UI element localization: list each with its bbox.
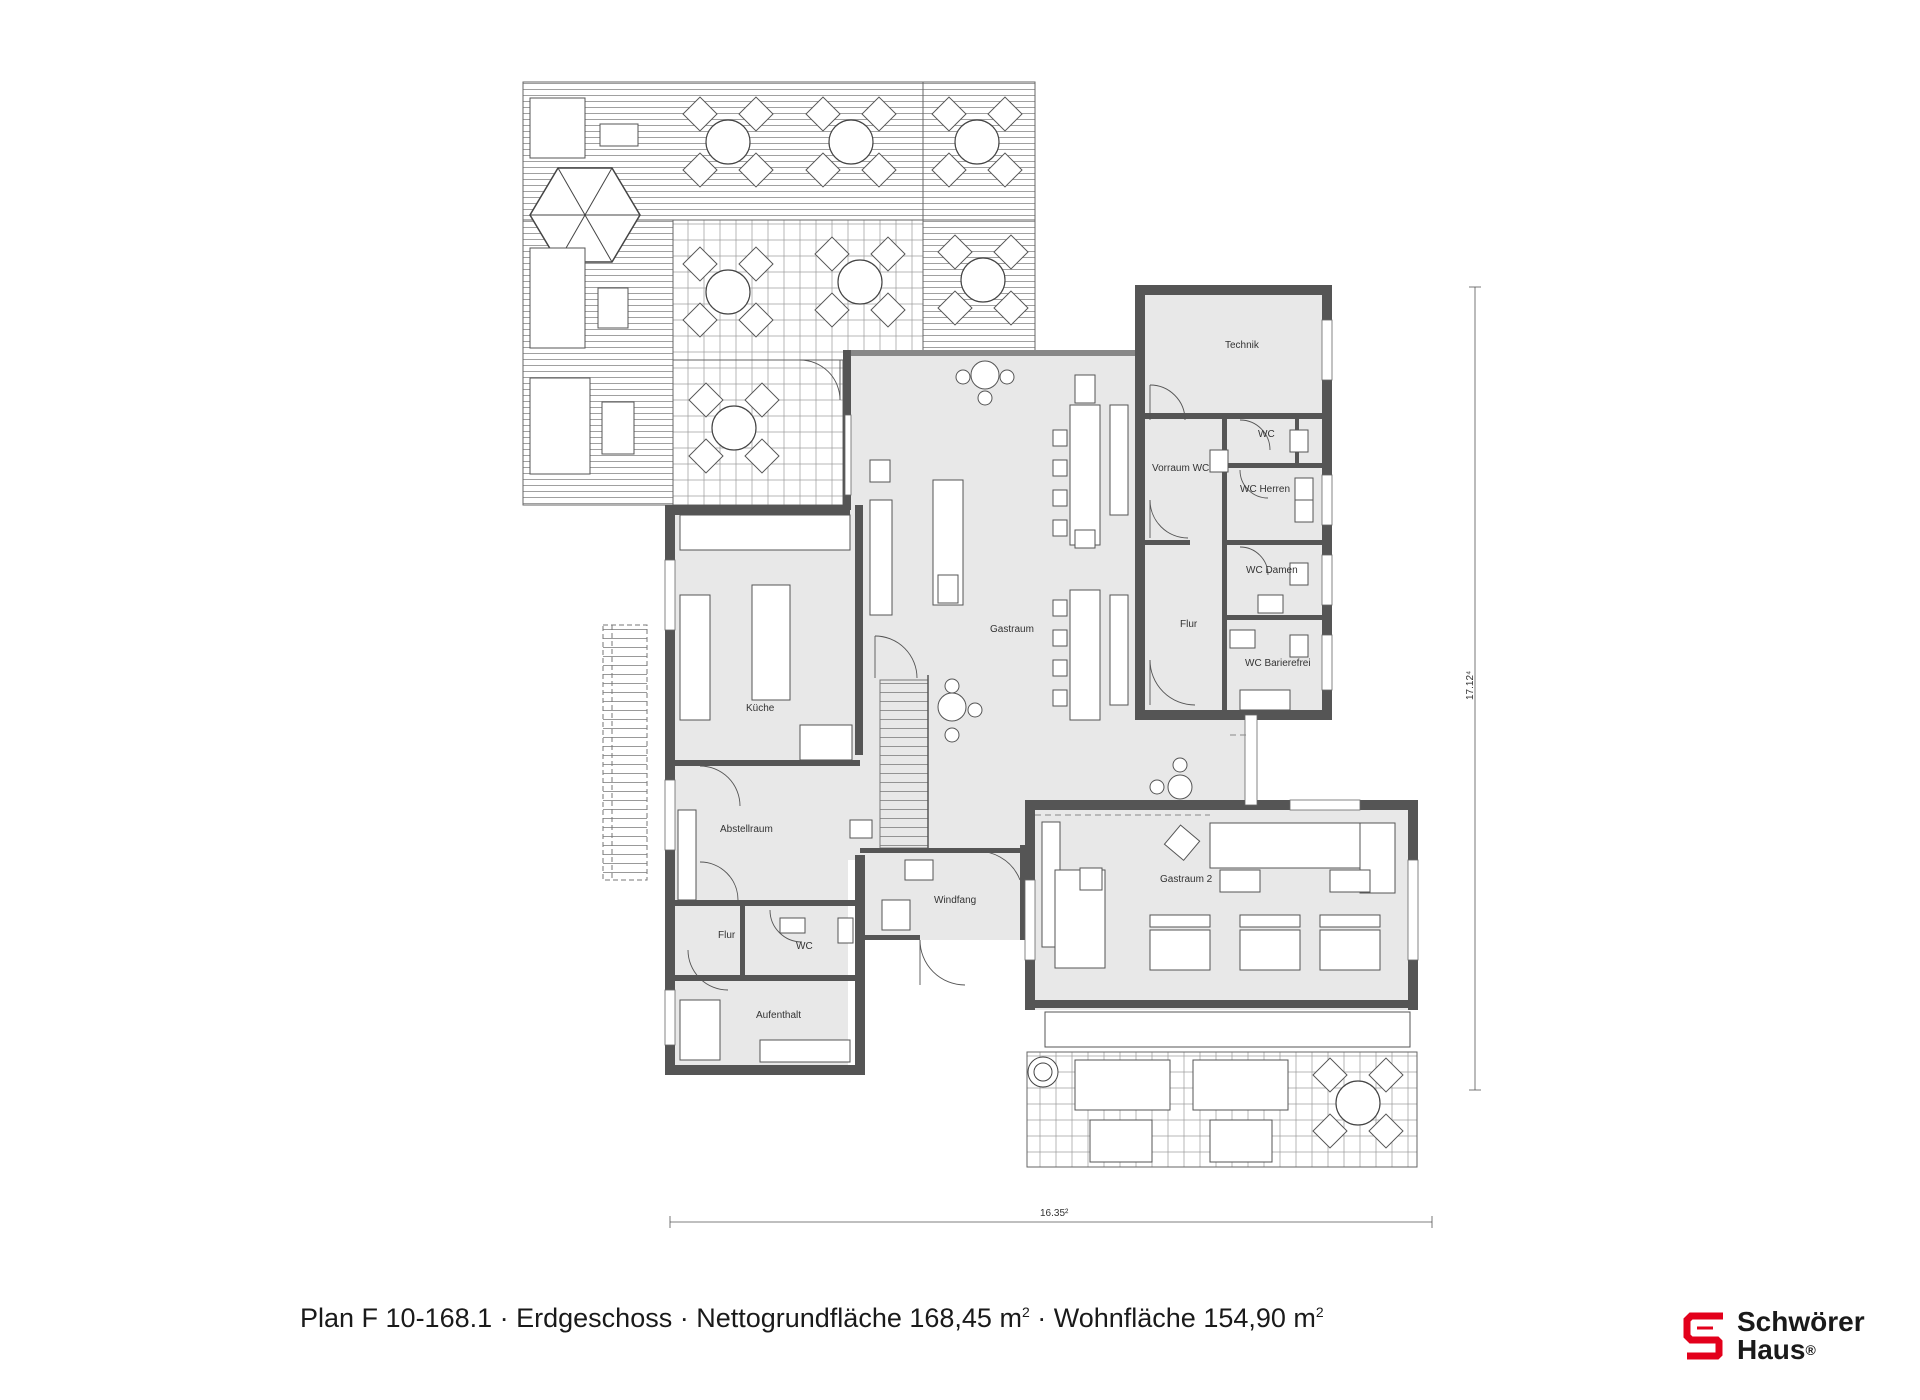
room-label-wc-barrierefrei: WC Barierefrei [1245, 658, 1311, 669]
room-label-aufenthalt: Aufenthalt [756, 1010, 801, 1021]
logo-line1: Schwörer [1737, 1306, 1865, 1337]
room-label-gastraum2: Gastraum 2 [1160, 874, 1213, 885]
dimension-width: 16.35² [1040, 1208, 1069, 1219]
furniture [677, 360, 1411, 1063]
room-label-windfang: Windfang [934, 895, 976, 906]
room-label-technik: Technik [1225, 340, 1260, 351]
openings [1035, 734, 1250, 816]
room-label-flur-right: Flur [1180, 619, 1198, 630]
room-label-vorraum-wc: Vorraum WC [1152, 463, 1209, 474]
room-label-wc: WC [1258, 429, 1275, 440]
ramp [602, 624, 648, 881]
windows [664, 319, 1419, 1046]
net-area: Nettogrundfläche 168,45 m [696, 1303, 1022, 1333]
terrace-south [1026, 1051, 1418, 1168]
room-label-kueche: Küche [746, 703, 775, 714]
logo-mark-icon [1683, 1312, 1723, 1360]
logo-registered: ® [1805, 1342, 1816, 1358]
room-label-wc-left: WC [796, 941, 813, 952]
room-label-wc-damen: WC Damen [1246, 565, 1298, 576]
dimension-depth: 17.12⁴ [1465, 671, 1476, 700]
living-area: Wohnfläche 154,90 m [1053, 1303, 1316, 1333]
plan-id: Plan F 10-168.1 [300, 1303, 493, 1333]
terrace-deck-north [522, 81, 1036, 506]
room-labels: Technik WC Vorraum WC WC Herren WC Damen… [718, 340, 1311, 1021]
building-floor [670, 290, 1416, 1065]
logo-line2: Haus [1737, 1334, 1806, 1365]
room-label-gastraum: Gastraum [990, 624, 1034, 635]
room-label-flur-left: Flur [718, 930, 736, 941]
floor-name: Erdgeschoss [516, 1303, 673, 1333]
plan-caption: Plan F 10-168.1 · Erdgeschoss · Nettogru… [300, 1303, 1324, 1333]
doors [687, 359, 1271, 991]
room-label-wc-herren: WC Herren [1240, 484, 1290, 495]
dimension-lines [669, 286, 1481, 1228]
room-label-abstellraum: Abstellraum [720, 824, 773, 835]
